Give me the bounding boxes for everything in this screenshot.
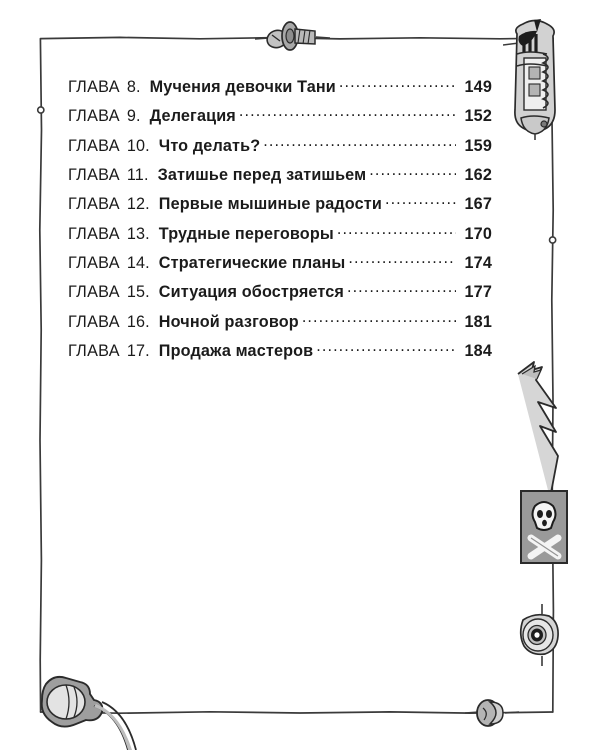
toc-chapter-word: ГЛАВА — [68, 283, 120, 302]
toc-entry[interactable]: ГЛАВА 15. Ситуация обостряется 177 — [68, 281, 492, 310]
toc-entry[interactable]: ГЛАВА 11. Затишье перед затишьем 162 — [68, 164, 492, 193]
toc-chapter-word: ГЛАВА — [68, 107, 120, 126]
toc-entry[interactable]: ГЛАВА 10. Что делать? 159 — [68, 135, 492, 164]
toc-chapter-word: ГЛАВА — [68, 224, 120, 243]
toc-chapter-number: 9. — [126, 107, 141, 126]
screw-illustration — [255, 21, 330, 51]
toc-chapter-number: 10. — [126, 136, 150, 155]
toc-entry[interactable]: ГЛАВА 12. Первые мышиные радости 167 — [68, 193, 492, 222]
pirate-skull-flag-illustration — [520, 490, 568, 564]
toc-chapter-word: ГЛАВА — [68, 195, 120, 214]
toc-chapter-title: Первые мышиные радости — [158, 195, 382, 214]
toc-page-number: 170 — [464, 224, 492, 243]
toc-dot-leader — [302, 310, 456, 326]
toc-entry[interactable]: ГЛАВА 14. Стратегические планы 174 — [68, 252, 492, 281]
table-of-contents: ГЛАВА 8. Мучения девочки Тани 149 ГЛАВА … — [68, 76, 492, 369]
toc-chapter-title: Что делать? — [158, 136, 261, 155]
frame-left-edge — [38, 37, 43, 713]
toc-chapter-title: Ночной разговор — [158, 312, 299, 331]
toc-chapter-number: 17. — [126, 341, 150, 360]
toc-dot-leader — [385, 193, 456, 209]
toc-page-number: 159 — [464, 136, 492, 155]
toc-chapter-number: 14. — [126, 253, 150, 272]
toc-chapter-title: Делегация — [149, 107, 236, 126]
frame-node-right — [548, 236, 557, 244]
toc-page-number: 149 — [464, 78, 492, 97]
toc-entry[interactable]: ГЛАВА 8. Мучения девочки Тани 149 — [68, 76, 492, 105]
toc-chapter-title: Продажа мастеров — [158, 341, 314, 360]
toc-chapter-number: 13. — [126, 224, 150, 243]
toc-chapter-word: ГЛАВА — [68, 253, 120, 272]
toc-entry[interactable]: ГЛАВА 9. Делегация 152 — [68, 105, 492, 134]
toc-dot-leader — [348, 252, 456, 268]
toc-page-number: 174 — [464, 253, 492, 272]
toc-chapter-title: Ситуация обостряется — [158, 283, 344, 302]
toc-entry[interactable]: ГЛАВА 16. Ночной разговор 181 — [68, 310, 492, 339]
toc-chapter-number: 15. — [126, 283, 150, 302]
toc-page-number: 177 — [464, 283, 492, 302]
toc-page-number: 152 — [464, 107, 492, 126]
toc-page-number: 162 — [464, 166, 492, 185]
dial-knob-illustration — [519, 604, 559, 666]
toc-page-number: 167 — [464, 195, 492, 214]
lightning-arrow-illustration — [517, 361, 559, 498]
toc-entry[interactable]: ГЛАВА 13. Трудные переговоры 170 — [68, 222, 492, 251]
toc-entry[interactable]: ГЛАВА 17. Продажа мастеров 184 — [68, 340, 492, 369]
toc-chapter-word: ГЛАВА — [68, 341, 120, 360]
toc-chapter-word: ГЛАВА — [68, 312, 120, 331]
toc-chapter-number: 8. — [126, 78, 141, 97]
toc-dot-leader — [316, 340, 456, 356]
toc-chapter-number: 16. — [126, 312, 150, 331]
rivet-bolt-illustration — [465, 699, 519, 727]
toc-chapter-word: ГЛАВА — [68, 78, 120, 97]
toc-page-number: 181 — [464, 312, 492, 331]
toc-dot-leader — [347, 281, 456, 297]
toc-dot-leader — [337, 222, 456, 238]
toc-dot-leader — [239, 105, 456, 121]
toc-chapter-title: Мучения девочки Тани — [149, 78, 336, 97]
toc-page-number: 184 — [464, 341, 492, 360]
electric-plug-illustration — [40, 675, 137, 750]
toc-chapter-word: ГЛАВА — [68, 166, 120, 185]
toc-dot-leader — [369, 164, 456, 180]
toc-chapter-title: Затишье перед затишьем — [157, 166, 367, 185]
frame-node-left — [36, 106, 45, 114]
toc-chapter-title: Стратегические планы — [158, 253, 346, 272]
vacuum-tube-illustration — [503, 19, 556, 140]
toc-chapter-number: 12. — [126, 195, 150, 214]
toc-chapter-title: Трудные переговоры — [158, 224, 334, 243]
toc-chapter-word: ГЛАВА — [68, 136, 120, 155]
toc-chapter-number: 11. — [126, 166, 149, 185]
toc-dot-leader — [339, 76, 456, 92]
toc-dot-leader — [263, 135, 456, 151]
